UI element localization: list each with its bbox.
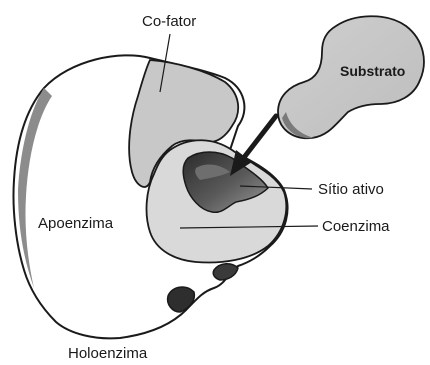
label-coenzima: Coenzima [322,218,390,235]
label-sitio-ativo: Sítio ativo [318,181,384,198]
bottom-notch-1 [168,287,195,312]
label-holoenzima: Holoenzima [68,345,148,362]
label-cofator: Co-fator [142,13,196,30]
binding-arrow-shaft [242,116,276,160]
label-substrato: Substrato [340,63,405,79]
bottom-notch-2 [213,264,238,280]
label-apoenzima: Apoenzima [38,215,114,232]
